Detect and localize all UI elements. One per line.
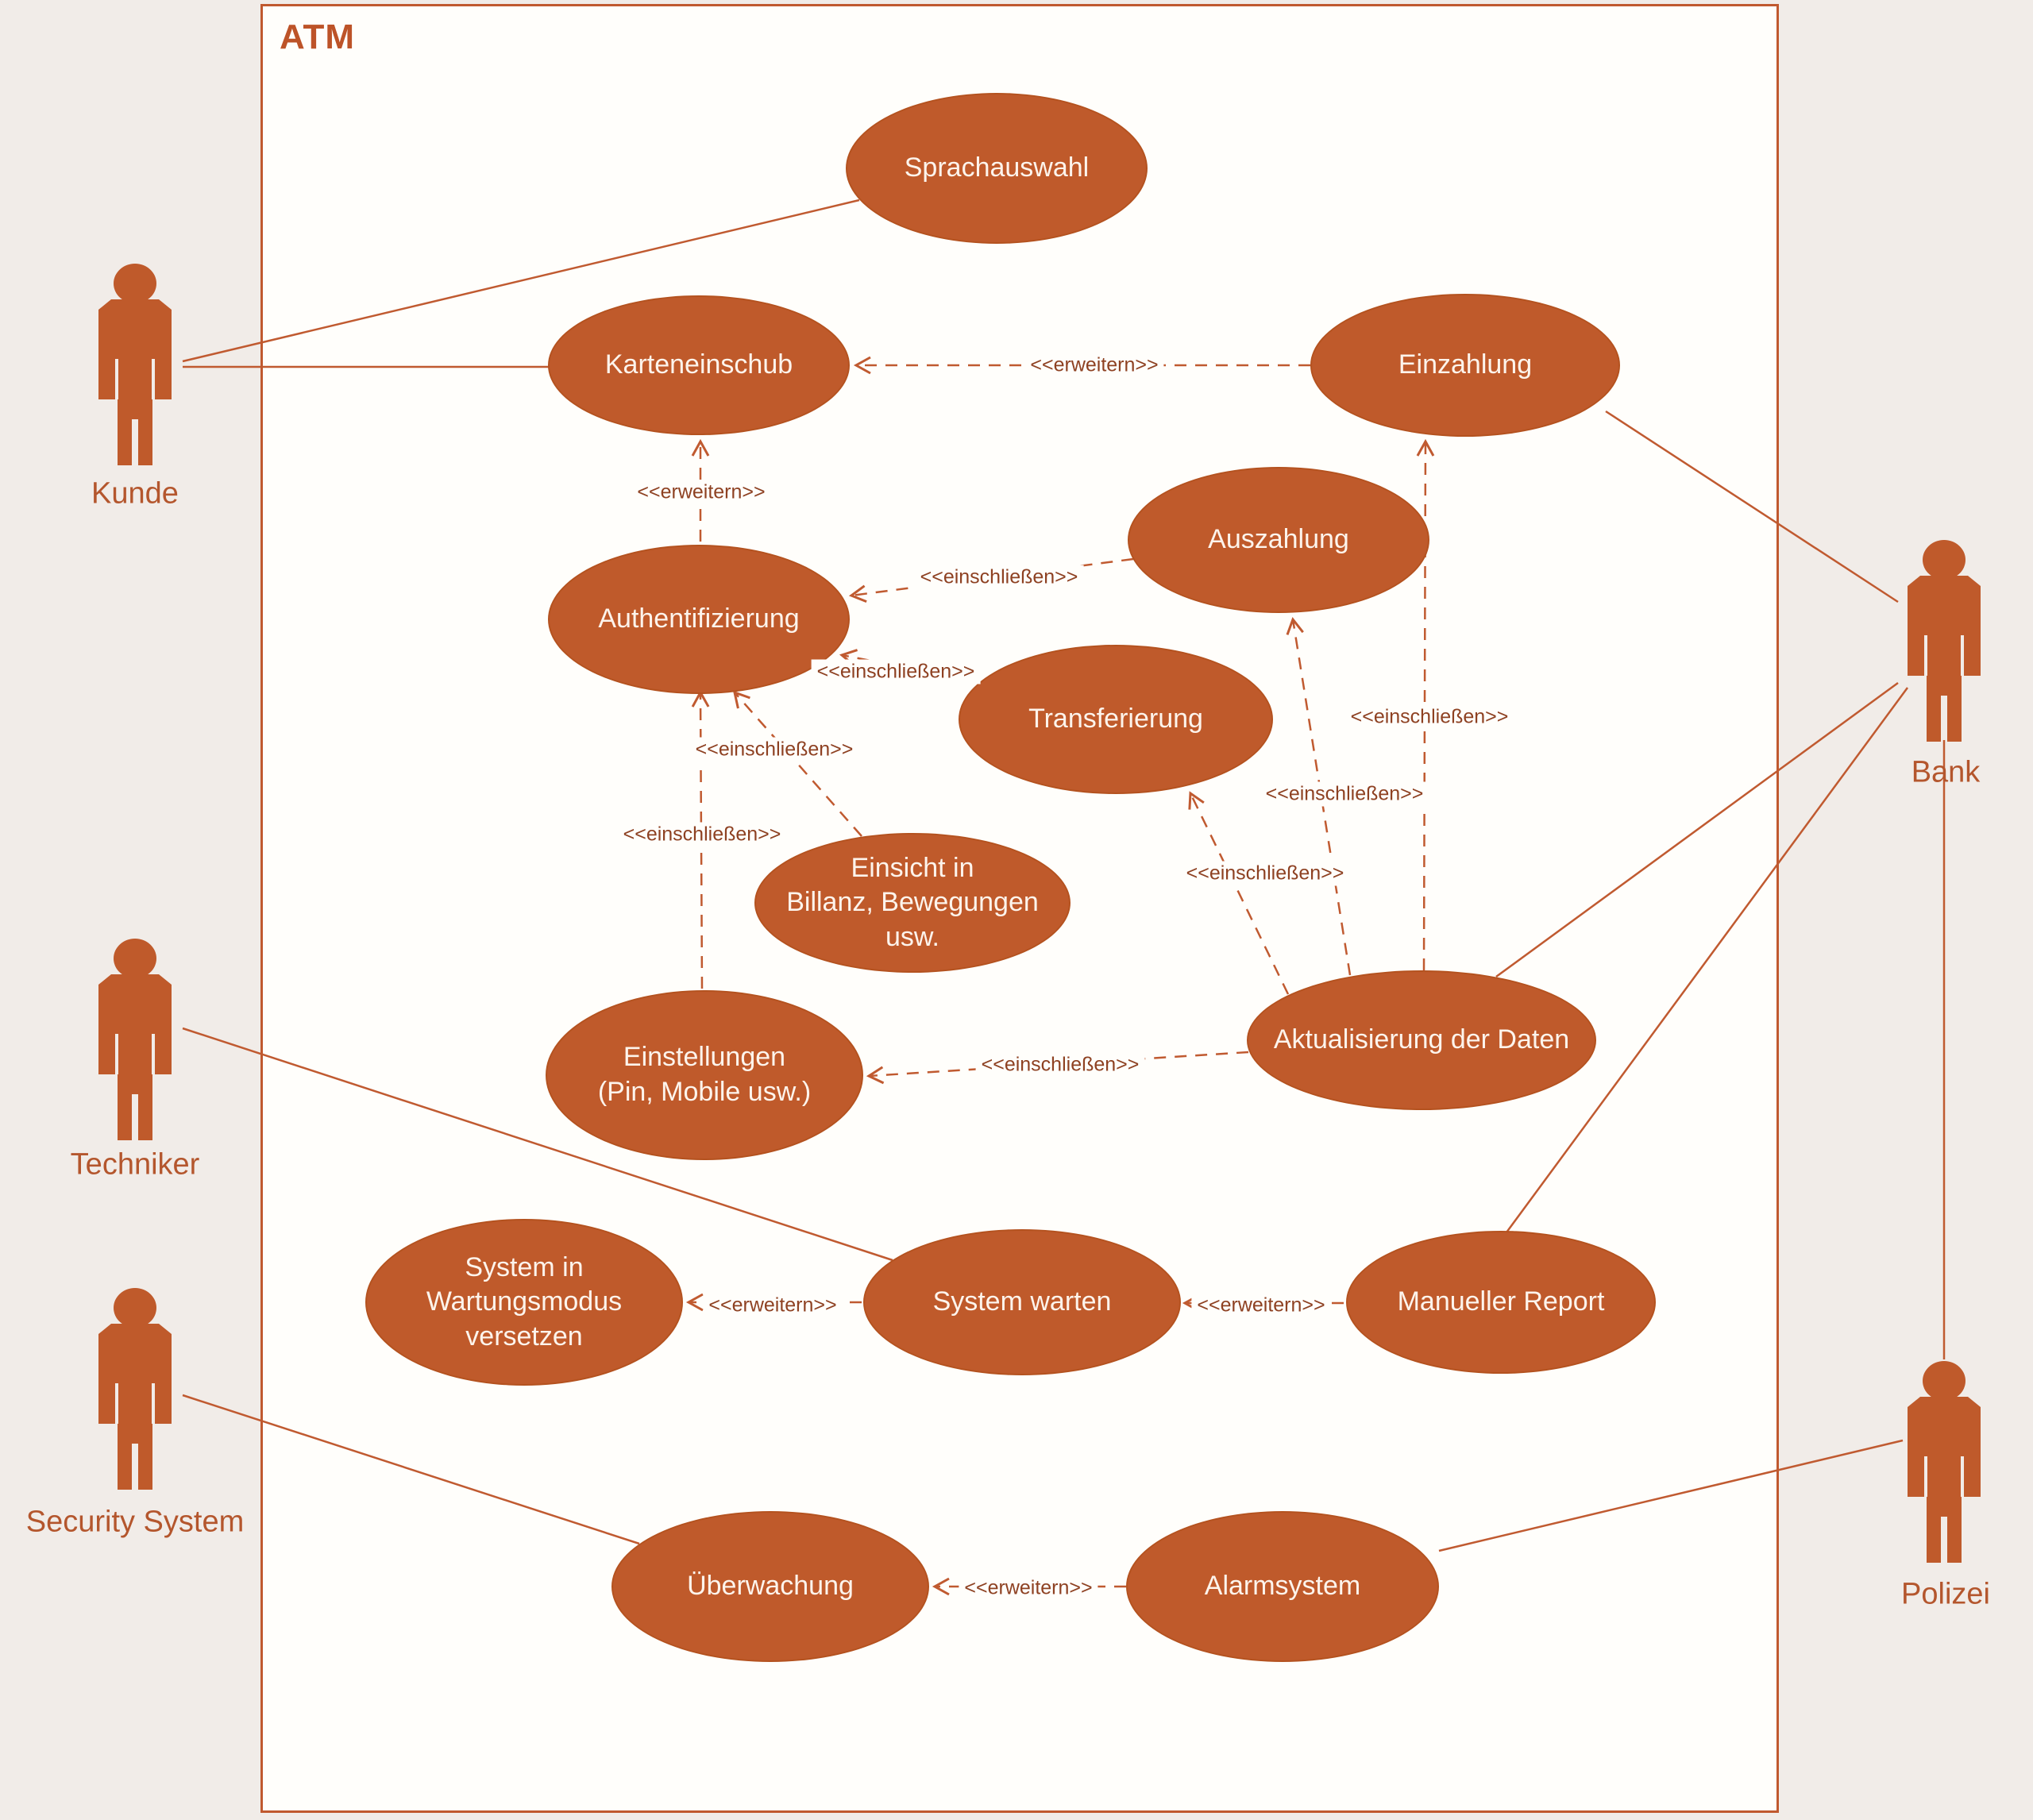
use-case-auszahlung[interactable]: Auszahlung (1128, 467, 1429, 613)
actor-label-bank: Bank (1911, 755, 1981, 789)
use-case-wartungsmodus[interactable]: System in Wartungsmodus versetzen (365, 1219, 683, 1386)
dep-akt-auszahlung (1286, 616, 1352, 976)
assoc-polizei-alarmsystem (1438, 1439, 1904, 1552)
actor-label-security-system: Security System (25, 1505, 245, 1539)
actor-techniker[interactable] (79, 937, 191, 1143)
dep-akt-transferierung (1188, 791, 1290, 995)
use-case-authentifizierung[interactable]: Authentifizierung (548, 545, 850, 694)
stereotype-label: <<erweitern>> (1191, 1293, 1331, 1318)
person-icon (98, 939, 172, 1140)
assoc-security-ueberwachung (182, 1394, 640, 1545)
actor-label-kunde: Kunde (91, 476, 179, 511)
use-case-einzahlung[interactable]: Einzahlung (1310, 294, 1620, 437)
assoc-kunde-sprachauswahl (182, 199, 860, 363)
stereotype-label: <<erweitern>> (1024, 353, 1164, 378)
actor-security-system[interactable] (79, 1286, 191, 1493)
stereotype-label: <<einschließen>> (1260, 781, 1429, 807)
stereotype-label: <<erweitern>> (959, 1575, 1098, 1601)
person-icon (98, 264, 172, 465)
use-case-sprachauswahl[interactable]: Sprachauswahl (846, 93, 1148, 244)
stereotype-label: <<erweitern>> (631, 480, 771, 505)
system-title: ATM (280, 17, 356, 56)
stereotype-label: <<einschließen>> (811, 659, 981, 684)
actor-polizei[interactable] (1888, 1359, 2000, 1566)
actor-label-techniker: Techniker (70, 1147, 200, 1182)
use-case-system-warten[interactable]: System warten (863, 1229, 1181, 1375)
stereotype-label: <<einschließen>> (975, 1052, 1145, 1078)
assoc-techniker-systemwarten (182, 1027, 893, 1262)
use-case-einstellungen[interactable]: Einstellungen (Pin, Mobile usw.) (546, 990, 863, 1160)
use-case-transferierung[interactable]: Transferierung (959, 645, 1273, 794)
assoc-bank-aktualisierung (1495, 681, 1899, 978)
use-case-ueberwachung[interactable]: Überwachung (611, 1511, 929, 1662)
use-case-alarmsystem[interactable]: Alarmsystem (1126, 1511, 1439, 1662)
person-icon (1908, 540, 1981, 742)
stereotype-label: <<einschließen>> (914, 565, 1084, 590)
actor-kunde[interactable] (79, 262, 191, 468)
use-case-einsicht-bilanz[interactable]: Einsicht in Billanz, Bewegungen usw. (754, 833, 1071, 973)
actor-label-polizei: Polizei (1901, 1577, 1990, 1611)
use-case-karteneinschub[interactable]: Karteneinschub (548, 295, 850, 435)
stereotype-label: <<einschließen>> (617, 822, 787, 847)
dep-einsicht-auth (732, 690, 862, 837)
use-case-aktualisierung-daten[interactable]: Aktualisierung der Daten (1247, 970, 1596, 1110)
person-icon (1908, 1361, 1981, 1563)
dep-auszahlung-auth (848, 557, 1134, 603)
assoc-bank-einzahlung (1605, 410, 1899, 603)
association-lines (182, 199, 1946, 1552)
stereotype-label: <<einschließen>> (1180, 861, 1350, 886)
stereotype-label: <<einschließen>> (1344, 704, 1514, 730)
actor-bank[interactable] (1888, 538, 2000, 745)
use-case-manueller-report[interactable]: Manueller Report (1346, 1231, 1656, 1374)
person-icon (98, 1288, 172, 1490)
stereotype-label: <<einschließen>> (689, 737, 859, 762)
assoc-bank-manueller-report (1505, 687, 1909, 1233)
stereotype-label: <<erweitern>> (703, 1293, 843, 1318)
